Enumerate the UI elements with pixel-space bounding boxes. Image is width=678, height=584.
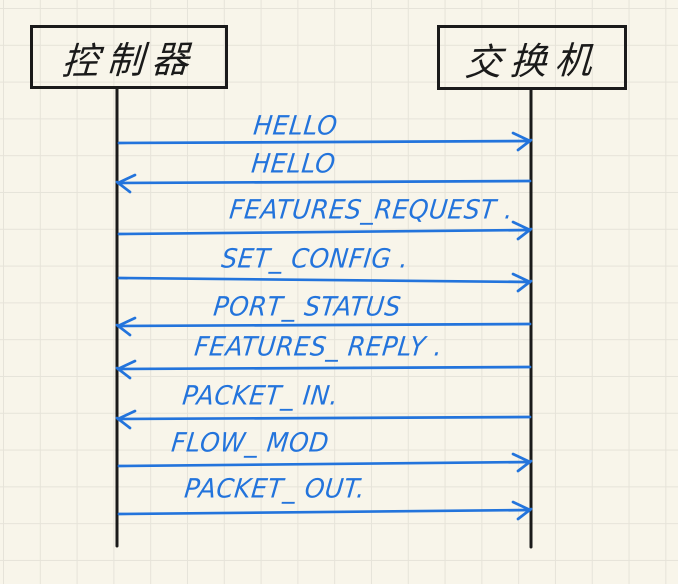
message-arrow [117, 228, 532, 236]
message-arrow [117, 276, 532, 284]
message-arrowhead [511, 500, 533, 521]
message-arrow [116, 365, 532, 371]
message-label: HELLO [250, 148, 338, 179]
actor-box-controller: 控制器 [30, 25, 228, 89]
message-label: SET_ CONFIG . [220, 243, 410, 274]
message-label: PACKET_ IN. [181, 380, 341, 411]
message-arrowhead [511, 272, 533, 293]
message-arrowhead [115, 359, 137, 380]
message-label: PORT_ STATUS [212, 291, 403, 322]
message-arrow [116, 179, 532, 185]
message-arrowhead [511, 220, 533, 241]
message-arrow [117, 139, 532, 145]
message-arrowhead [115, 409, 137, 430]
message-arrow [116, 415, 532, 421]
message-label: FLOW_ MOD [170, 427, 331, 458]
message-arrowhead [511, 452, 533, 473]
message-arrowhead [115, 316, 137, 337]
message-label: FEATURES_REQUEST . [228, 194, 515, 225]
message-label: FEATURES_ REPLY . [193, 331, 445, 362]
message-arrow [116, 322, 532, 328]
message-arrow [117, 508, 532, 516]
message-arrowhead [115, 173, 137, 194]
message-arrowhead [511, 131, 533, 152]
message-label: PACKET_ OUT. [183, 473, 367, 504]
actor-box-switch: 交换机 [437, 25, 627, 90]
message-label: HELLO [252, 110, 340, 141]
message-arrow [117, 460, 532, 468]
